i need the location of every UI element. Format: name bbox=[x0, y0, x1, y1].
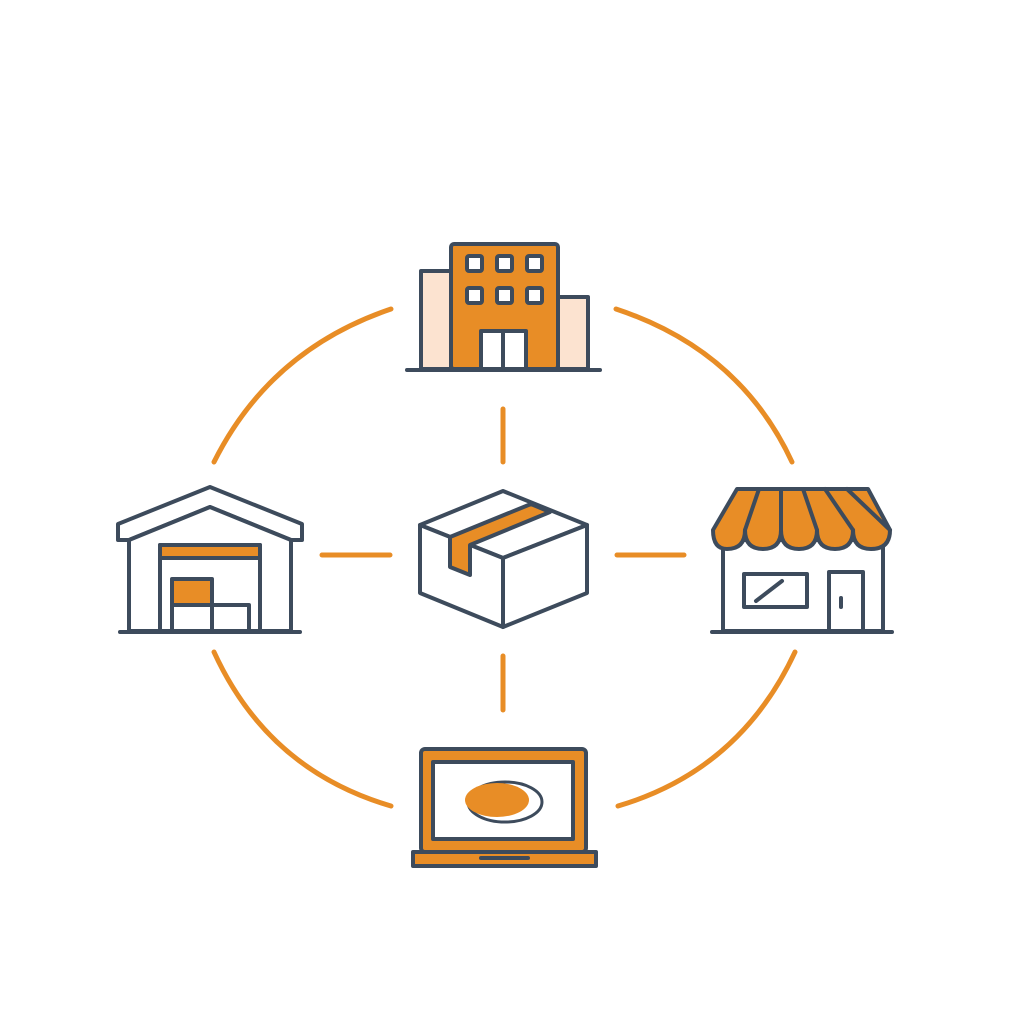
store-awning bbox=[711, 487, 892, 551]
store-door bbox=[827, 570, 865, 633]
screen-logo bbox=[465, 783, 529, 817]
warehouse-icon bbox=[116, 485, 304, 634]
store-window-glare bbox=[754, 579, 784, 603]
storefront-icon bbox=[710, 487, 894, 634]
laptop-icon bbox=[411, 747, 598, 868]
building-windows bbox=[465, 254, 544, 305]
ring-arc-bottom-right bbox=[615, 649, 798, 809]
building-left-wing bbox=[419, 269, 453, 371]
package-box-icon bbox=[418, 489, 589, 629]
ring-arc-top-right bbox=[613, 306, 795, 465]
store-window bbox=[742, 572, 809, 609]
ring bbox=[211, 306, 798, 809]
warehouse-crate-left bbox=[170, 603, 214, 633]
building-right-wing bbox=[556, 295, 590, 371]
warehouse-crate-top bbox=[170, 577, 214, 607]
box-right-face bbox=[501, 523, 589, 629]
spokes bbox=[319, 406, 687, 713]
ring-arc-bottom-left bbox=[211, 649, 394, 809]
office-building-icon bbox=[405, 242, 602, 372]
warehouse-door-header bbox=[158, 543, 262, 560]
ring-arc-top-left bbox=[211, 306, 394, 465]
awning-stripes bbox=[743, 487, 892, 532]
box-tape bbox=[448, 502, 552, 577]
warehouse-crate-right bbox=[210, 603, 251, 633]
